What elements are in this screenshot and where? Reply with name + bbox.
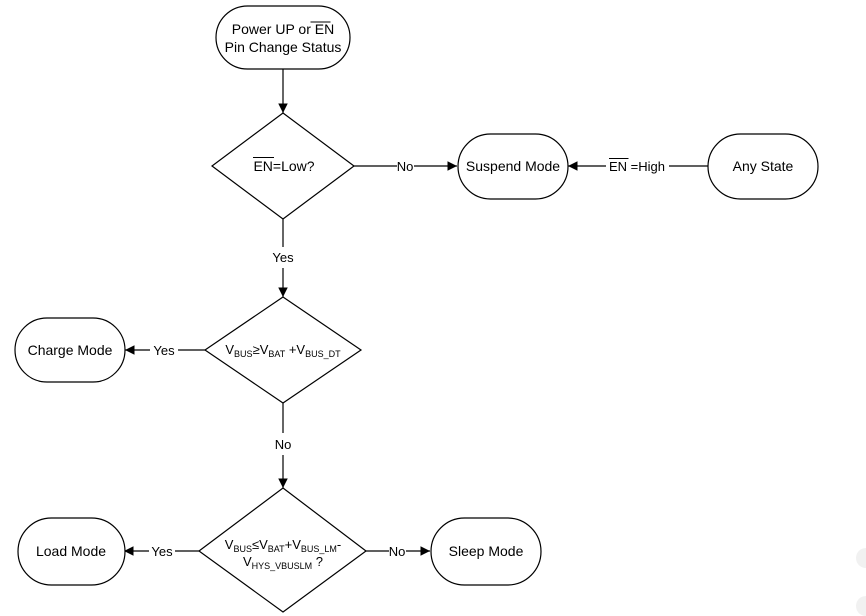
decision-load-label-line1: VBUS≤VBAT+VBUS_LM-: [225, 537, 341, 554]
load-mode-label: Load Mode: [36, 543, 106, 559]
edge-label-no-down: No: [275, 437, 292, 452]
suspend-mode-label: Suspend Mode: [466, 158, 560, 174]
corner-decoration: [856, 548, 866, 568]
edge-label-yes-charge: Yes: [153, 343, 175, 358]
decision-load: [197, 487, 368, 613]
decision-charge: [203, 296, 363, 404]
sleep-mode-label: Sleep Mode: [449, 543, 524, 559]
edge-label-yes-down: Yes: [272, 250, 294, 265]
charge-mode-label: Charge Mode: [28, 342, 113, 358]
decision-en-low: [210, 112, 356, 220]
load-mode-terminator: [17, 517, 126, 586]
edge-label-yes-load: Yes: [151, 544, 173, 559]
edge-label-no-suspend: No: [397, 159, 414, 174]
edge-label-no-sleep: No: [389, 544, 406, 559]
start-label-line1: Power UP or EN: [232, 21, 334, 37]
decision-en-low-label: EN=Low?: [253, 158, 314, 174]
any-state-label: Any State: [733, 158, 794, 174]
suspend-mode-terminator: [457, 133, 569, 200]
edge-label-en-high: EN =High: [609, 159, 665, 174]
start-terminator: [215, 5, 351, 70]
sleep-mode-terminator: [430, 517, 542, 586]
decision-charge-label: VBUS≥VBAT +VBUS_DT: [225, 342, 341, 359]
start-label-line2: Pin Change Status: [225, 39, 342, 55]
decision-load-label-line2: VHYS_VBUSLM ?: [243, 554, 323, 571]
any-state-terminator: [707, 133, 819, 200]
corner-decoration-lower: [856, 596, 866, 616]
charge-mode-terminator: [14, 317, 126, 383]
